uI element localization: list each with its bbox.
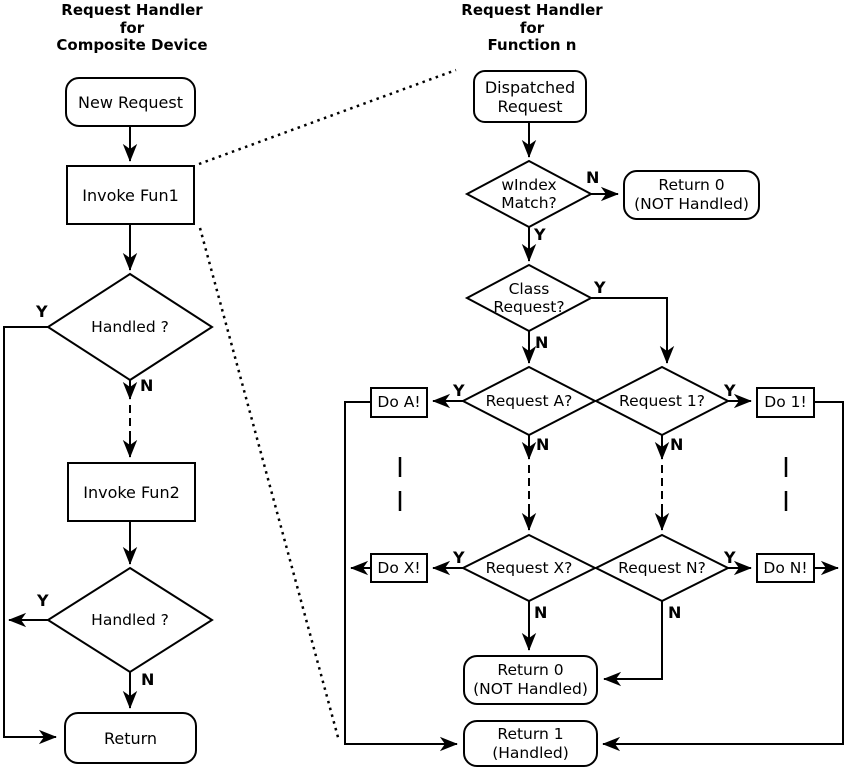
node-dispatched-request: Dispatched Request xyxy=(473,70,587,123)
branch-request1-no: N xyxy=(670,435,684,454)
branch-request1-yes: Y xyxy=(724,381,736,400)
branch-requestn-yes: Y xyxy=(724,548,736,567)
node-do-n: Do N! xyxy=(756,553,815,583)
diamond-class-request xyxy=(464,263,594,333)
branch-class-yes: Y xyxy=(594,278,606,297)
label-request-a: Request A? xyxy=(485,392,573,410)
left-chart-title: Request Handler for Composite Device xyxy=(56,1,208,54)
diamond-request-a xyxy=(460,365,598,437)
node-return1: Return 1 (Handled) xyxy=(463,720,598,767)
branch-windex-yes: Y xyxy=(534,225,546,244)
node-return-left: Return xyxy=(64,712,197,764)
branch-handled1-yes: Y xyxy=(36,302,48,321)
branch-windex-no: N xyxy=(586,168,600,187)
path-requestn-no-to-return0 xyxy=(603,601,663,687)
diamond-request-1 xyxy=(593,365,731,437)
node-new-request: New Request xyxy=(65,77,196,127)
node-invoke-fun1: Invoke Fun1 xyxy=(66,165,195,225)
dotted-zoom-link-top xyxy=(198,68,457,166)
node-return0-top: Return 0 (NOT Handled) xyxy=(623,170,760,220)
right-chart-title: Request Handler for Function n xyxy=(461,1,603,54)
label-handled-1: Handled ? xyxy=(91,318,169,336)
label-class-request: Class Request? xyxy=(493,280,565,316)
label-handled-2: Handled ? xyxy=(91,611,169,629)
node-return0-bottom: Return 0 (NOT Handled) xyxy=(463,655,598,705)
node-do-1: Do 1! xyxy=(756,387,815,418)
node-do-x: Do X! xyxy=(370,553,428,583)
path-doa-rail-to-return1 xyxy=(344,401,458,752)
label-request-1: Request 1? xyxy=(619,392,705,410)
branch-handled2-yes: Y xyxy=(37,591,49,610)
node-do-a: Do A! xyxy=(370,387,428,418)
diamond-windex-match xyxy=(464,159,594,229)
diamond-request-n xyxy=(593,533,731,603)
branch-class-no: N xyxy=(535,333,549,352)
branch-requestn-no: N xyxy=(668,603,682,622)
dotted-zoom-link-bottom xyxy=(198,227,341,742)
path-do1-rail-to-return1 xyxy=(602,401,844,752)
diamond-request-x xyxy=(460,533,598,603)
branch-requestx-no: N xyxy=(534,603,548,622)
label-request-x: Request X? xyxy=(485,559,573,577)
node-invoke-fun2: Invoke Fun2 xyxy=(67,462,196,522)
path-handled1-yes-to-return xyxy=(3,326,57,745)
diamond-handled-2 xyxy=(46,566,214,674)
branch-requesta-yes: Y xyxy=(453,381,465,400)
diamond-handled-1 xyxy=(46,272,214,382)
label-request-n: Request N? xyxy=(618,559,706,577)
branch-requesta-no: N xyxy=(536,435,550,454)
branch-handled1-no: N xyxy=(140,376,154,395)
branch-handled2-no: N xyxy=(141,670,155,689)
label-windex-match: wIndex Match? xyxy=(501,176,557,212)
branch-requestx-yes: Y xyxy=(453,548,465,567)
path-class-yes-to-request1 xyxy=(591,297,675,364)
